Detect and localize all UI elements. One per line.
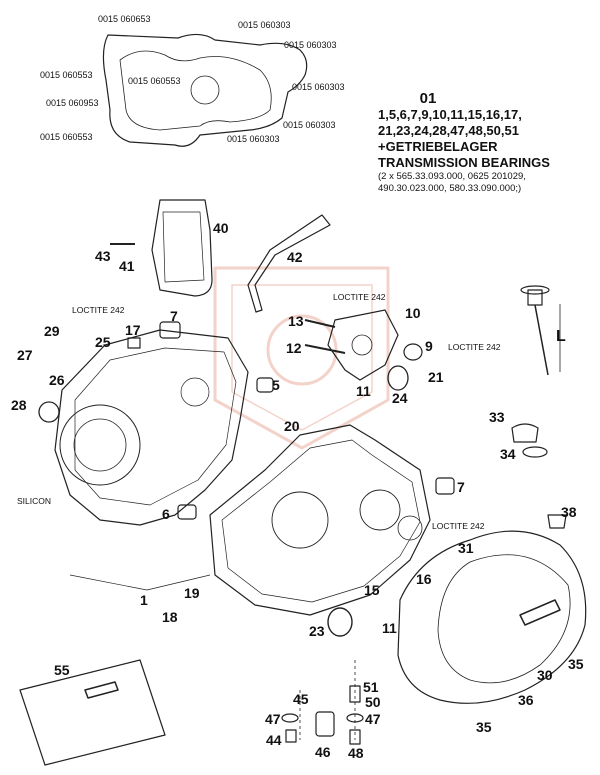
callout: 7	[457, 479, 465, 495]
callout: 38	[561, 504, 577, 520]
callout: 33	[489, 409, 505, 425]
callout: 36	[518, 692, 534, 708]
silicon-note: SILICON	[17, 496, 52, 506]
callout: 24	[392, 390, 408, 406]
ktm-logo-on-cover	[519, 599, 561, 626]
callout: 50	[365, 694, 381, 710]
loctite-note: LOCTITE 242	[333, 292, 386, 302]
part-clutch-cover	[397, 530, 587, 704]
callout: 16	[416, 571, 432, 587]
callout: 10	[405, 305, 421, 321]
callout: 48	[348, 745, 364, 761]
callout: 11	[382, 620, 397, 636]
ktm-logo-on-manual	[84, 681, 119, 699]
gasket-part-number: 0015 060303	[238, 20, 291, 30]
gasket-part-number: 0015 060553	[40, 70, 93, 80]
gasket-part-number: 0015 060953	[46, 98, 99, 108]
callout: 6	[162, 506, 170, 522]
manual-55	[19, 659, 166, 766]
gasket-part-number: 0015 060303	[292, 82, 345, 92]
callout: 19	[184, 585, 200, 601]
gasket-part-number: 0015 060553	[128, 76, 181, 86]
legend-line: TRANSMISSION BEARINGS	[378, 155, 550, 170]
watermark-emblem	[213, 266, 390, 450]
callout: 29	[44, 323, 60, 339]
legend-line: 490.30.023.000, 580.33.090.000;)	[378, 183, 522, 194]
gasket-part-number: 0015 060303	[227, 134, 280, 144]
callout: 30	[537, 667, 553, 683]
gasket-part-number: 0015 060303	[283, 120, 336, 130]
callout: 34	[500, 446, 516, 462]
callout: 25	[95, 334, 111, 350]
gasket-part-number: 0015 060303	[284, 40, 337, 50]
callout: 9	[425, 338, 433, 354]
callout: 35	[476, 719, 492, 735]
callout: 47	[265, 711, 281, 727]
part-left-case	[54, 329, 249, 526]
loctite-note: LOCTITE 242	[448, 342, 501, 352]
dimension-label: L	[556, 328, 566, 345]
callout: 44	[266, 732, 282, 748]
callout: 1	[140, 592, 148, 608]
callout: 46	[315, 744, 331, 760]
gasket-outline	[102, 33, 308, 147]
legend-line: (2 x 565.33.093.000, 0625 201029,	[378, 171, 526, 182]
legend-line: +GETRIEBELAGER	[378, 139, 498, 154]
kit-contents-legend: 01 1,5,6,7,9,10,11,15,16,17, 21,23,24,28…	[378, 90, 588, 195]
callout: 28	[11, 397, 27, 413]
legend-line: 21,23,24,28,47,48,50,51	[378, 123, 519, 138]
callout: 11	[356, 383, 371, 399]
callout: 43	[95, 248, 111, 264]
callout: 17	[125, 322, 141, 338]
callout: 7	[170, 308, 178, 324]
callout: 20	[284, 418, 300, 434]
callout: 15	[364, 582, 380, 598]
legend-line: 1,5,6,7,9,10,11,15,16,17,	[378, 107, 522, 122]
callout: 51	[363, 679, 379, 695]
callout: 55	[54, 662, 70, 678]
callout: 12	[286, 340, 302, 356]
callout: 45	[293, 691, 309, 707]
callout: 27	[17, 347, 33, 363]
callout: 41	[119, 258, 135, 274]
callout: 23	[309, 623, 325, 639]
callout: 5	[272, 377, 280, 393]
callout: 13	[288, 313, 304, 329]
callout: 40	[213, 220, 229, 236]
gasket-part-number: 0015 060553	[40, 132, 93, 142]
callout: 42	[287, 249, 303, 265]
callout: 31	[458, 540, 474, 556]
part-42	[247, 214, 331, 313]
loctite-note: LOCTITE 242	[72, 305, 125, 315]
callout: 26	[49, 372, 65, 388]
callout: 35	[568, 656, 584, 672]
callout: 21	[428, 369, 444, 385]
gasket-part-number: 0015 060653	[98, 14, 151, 24]
legend-reference: 01	[419, 90, 437, 107]
loctite-note: LOCTITE 242	[432, 521, 485, 531]
callout: 47	[365, 711, 381, 727]
part-40	[151, 199, 213, 297]
callout: 18	[162, 609, 178, 625]
part-right-case	[209, 424, 431, 616]
